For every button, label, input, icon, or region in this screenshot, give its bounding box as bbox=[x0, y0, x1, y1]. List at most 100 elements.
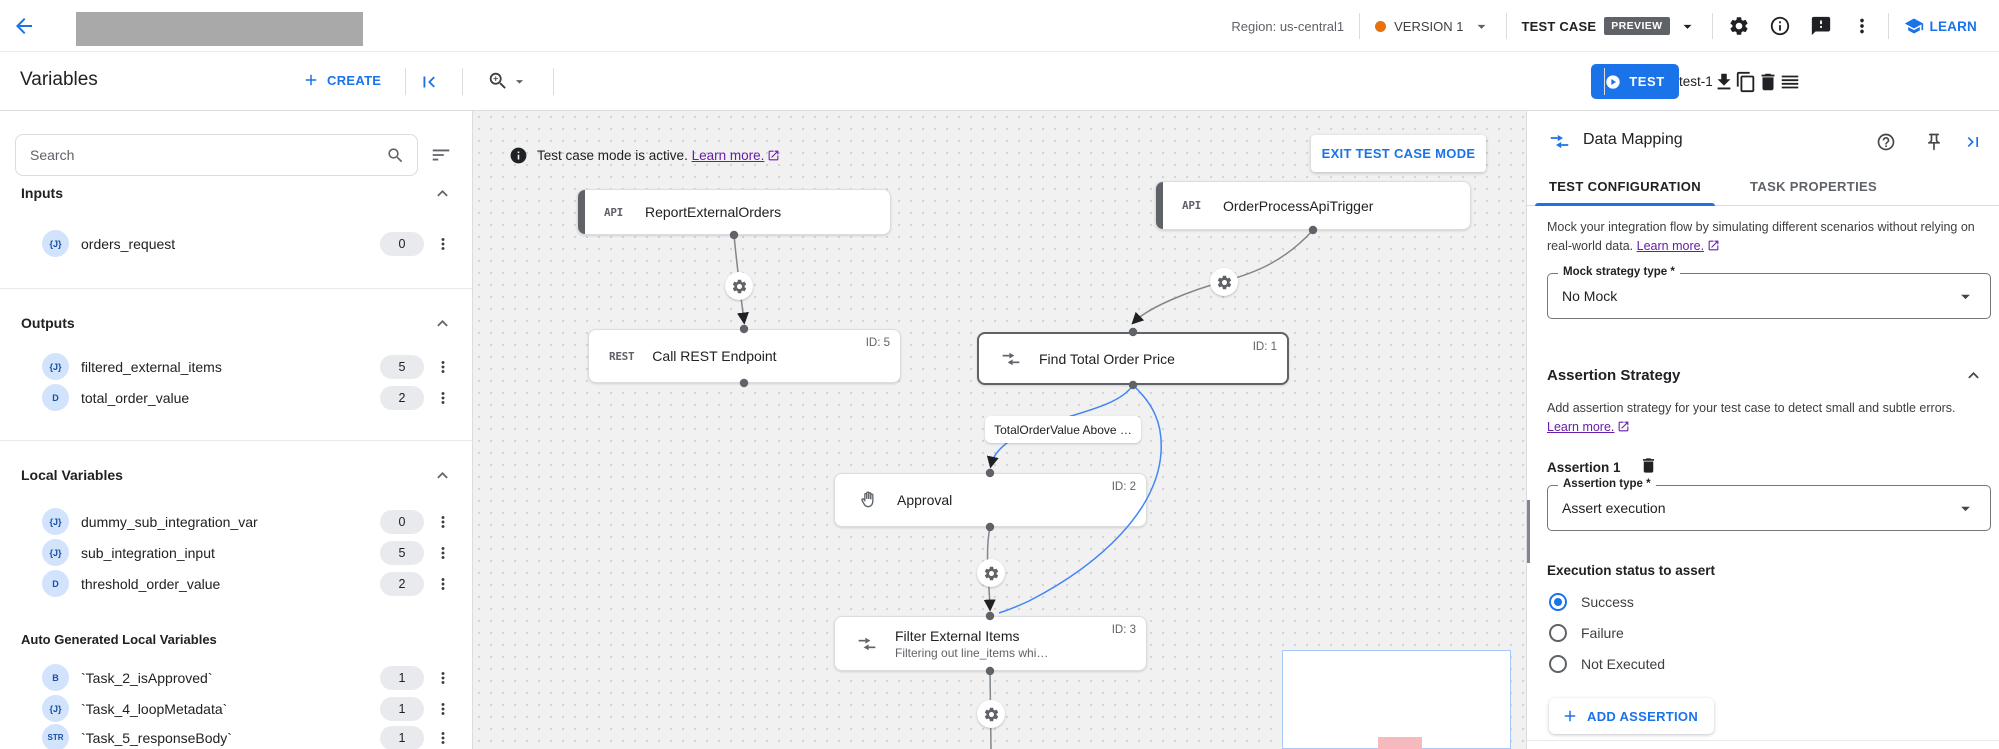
download-icon[interactable] bbox=[1713, 71, 1735, 93]
dropdown-caret-icon bbox=[1955, 498, 1976, 519]
banner-message: Test case mode is active. bbox=[537, 148, 688, 163]
node-approval[interactable]: Approval ID: 2 bbox=[834, 473, 1147, 527]
tab-test-configuration[interactable]: TEST CONFIGURATION bbox=[1535, 167, 1715, 206]
variable-row[interactable]: {J} `Task_4_loopMetadata` 1 bbox=[0, 693, 473, 724]
node-report-external-orders[interactable]: API ReportExternalOrders bbox=[577, 189, 891, 235]
more-vert-icon[interactable] bbox=[434, 669, 452, 687]
tab-task-properties[interactable]: TASK PROPERTIES bbox=[1750, 179, 1878, 194]
node-id: ID: 2 bbox=[1111, 481, 1136, 493]
edge-settings-gear-icon[interactable] bbox=[977, 559, 1005, 587]
integration-title-redacted bbox=[76, 12, 363, 46]
radio-selected-icon bbox=[1549, 593, 1567, 611]
chevron-up-icon[interactable] bbox=[1963, 365, 1984, 386]
usage-count-badge: 1 bbox=[380, 665, 424, 690]
minimap[interactable] bbox=[1282, 650, 1511, 749]
chevron-up-icon[interactable] bbox=[432, 183, 453, 204]
create-variable-button[interactable]: CREATE bbox=[302, 71, 381, 89]
divider bbox=[1887, 13, 1889, 39]
api-trigger-icon: API bbox=[604, 205, 623, 219]
radio-not-executed[interactable]: Not Executed bbox=[1549, 651, 1665, 677]
panel-title: Data Mapping bbox=[1583, 131, 1683, 148]
topbar-icon-buttons bbox=[1728, 15, 1873, 37]
edge-settings-gear-icon[interactable] bbox=[1210, 268, 1238, 296]
menu-rows-icon[interactable] bbox=[1779, 71, 1801, 93]
more-vert-icon[interactable] bbox=[434, 700, 452, 718]
double-type-icon: D bbox=[42, 570, 69, 597]
more-vert-icon[interactable] bbox=[434, 389, 452, 407]
node-order-process-api-trigger[interactable]: API OrderProcessApiTrigger bbox=[1155, 181, 1471, 230]
assertion-learn-more-link[interactable]: Learn more. bbox=[1547, 419, 1615, 434]
chevron-down-icon bbox=[511, 73, 528, 90]
sort-icon[interactable] bbox=[430, 144, 452, 166]
node-title: OrderProcessApiTrigger bbox=[1222, 197, 1374, 214]
settings-gear-icon[interactable] bbox=[1728, 15, 1750, 37]
canvas-zoom-dropdown[interactable] bbox=[487, 70, 528, 92]
divider bbox=[1505, 13, 1507, 39]
usage-count-badge: 2 bbox=[380, 385, 424, 410]
help-icon[interactable] bbox=[1876, 132, 1896, 152]
delete-assertion-icon[interactable] bbox=[1639, 456, 1658, 475]
usage-count-badge: 5 bbox=[380, 354, 424, 379]
panel-scrollbar[interactable] bbox=[1527, 500, 1530, 563]
flow-canvas[interactable]: Test case mode is active. Learn more. EX… bbox=[473, 111, 1526, 749]
variable-row[interactable]: D threshold_order_value 2 bbox=[0, 568, 473, 599]
variable-row[interactable]: STR `Task_5_responseBody` 1 bbox=[0, 722, 473, 749]
search-input[interactable] bbox=[28, 146, 386, 164]
collapse-panel-icon[interactable] bbox=[1963, 132, 1983, 152]
more-vert-icon[interactable] bbox=[434, 358, 452, 376]
chevron-up-icon[interactable] bbox=[432, 465, 453, 486]
variable-name: `Task_2_isApproved` bbox=[81, 669, 213, 686]
edge-settings-gear-icon[interactable] bbox=[725, 272, 753, 300]
node-filter-external-items[interactable]: Filter External Items Filtering out line… bbox=[834, 616, 1147, 671]
json-type-icon: {J} bbox=[42, 230, 69, 257]
variable-name: sub_integration_input bbox=[81, 544, 215, 561]
exit-test-case-mode-button[interactable]: EXIT TEST CASE MODE bbox=[1311, 135, 1486, 172]
data-mapping-panel: Data Mapping TEST CONFIGURATION TASK PRO… bbox=[1526, 111, 1999, 749]
execution-status-label: Execution status to assert bbox=[1547, 563, 1716, 578]
edge-settings-gear-icon[interactable] bbox=[977, 700, 1005, 728]
assertion-description: Add assertion strategy for your test cas… bbox=[1547, 399, 1977, 437]
version-status-dot bbox=[1375, 20, 1387, 32]
top-app-bar: Region: us-central1 VERSION 1 TEST CASE … bbox=[0, 0, 1999, 52]
variable-row[interactable]: D total_order_value 2 bbox=[0, 382, 473, 413]
variable-row[interactable]: B `Task_2_isApproved` 1 bbox=[0, 662, 473, 693]
node-call-rest-endpoint[interactable]: REST Call REST Endpoint ID: 5 bbox=[588, 329, 901, 383]
chevron-up-icon[interactable] bbox=[432, 313, 453, 334]
banner-learn-more-link[interactable]: Learn more. bbox=[691, 148, 765, 163]
learn-button[interactable]: LEARN bbox=[1904, 16, 1978, 36]
feedback-icon[interactable] bbox=[1810, 15, 1832, 37]
collapse-sidebar-icon[interactable] bbox=[418, 71, 440, 93]
back-arrow-icon[interactable] bbox=[12, 14, 36, 38]
node-find-total-order-price[interactable]: Find Total Order Price ID: 1 bbox=[977, 332, 1289, 385]
test-case-dropdown[interactable]: TEST CASE PREVIEW bbox=[1522, 17, 1697, 36]
more-vert-icon[interactable] bbox=[434, 235, 452, 253]
variable-row[interactable]: {J} sub_integration_input 5 bbox=[0, 537, 473, 568]
delete-icon[interactable] bbox=[1757, 71, 1779, 93]
mock-strategy-select[interactable]: Mock strategy type * No Mock bbox=[1547, 266, 1991, 319]
version-dropdown[interactable]: VERSION 1 bbox=[1375, 17, 1490, 36]
assertion-type-select[interactable]: Assertion type * Assert execution bbox=[1547, 478, 1991, 531]
more-vert-icon[interactable] bbox=[434, 575, 452, 593]
pin-icon[interactable] bbox=[1924, 132, 1944, 152]
copy-icon[interactable] bbox=[1735, 71, 1757, 93]
more-vert-icon[interactable] bbox=[1851, 15, 1873, 37]
more-vert-icon[interactable] bbox=[434, 513, 452, 531]
variable-row[interactable]: {J} orders_request 0 bbox=[0, 228, 473, 259]
node-title: Approval bbox=[897, 492, 953, 508]
radio-failure[interactable]: Failure bbox=[1549, 620, 1624, 646]
data-mapping-icon bbox=[857, 634, 877, 654]
info-icon[interactable] bbox=[1769, 15, 1791, 37]
more-vert-icon[interactable] bbox=[434, 544, 452, 562]
usage-count-badge: 0 bbox=[380, 231, 424, 256]
plus-icon bbox=[302, 71, 320, 89]
variable-row[interactable]: {J} filtered_external_items 5 bbox=[0, 351, 473, 382]
json-type-icon: {J} bbox=[42, 539, 69, 566]
variable-row[interactable]: {J} dummy_sub_integration_var 0 bbox=[0, 506, 473, 537]
test-button[interactable]: TEST bbox=[1591, 64, 1679, 99]
assertion-strategy-header: Assertion Strategy bbox=[1547, 367, 1681, 384]
add-assertion-button[interactable]: ADD ASSERTION bbox=[1549, 698, 1715, 734]
test-label: TEST bbox=[1629, 74, 1665, 89]
mock-learn-more-link[interactable]: Learn more. bbox=[1636, 238, 1705, 253]
radio-success[interactable]: Success bbox=[1549, 589, 1634, 615]
more-vert-icon[interactable] bbox=[434, 729, 452, 747]
